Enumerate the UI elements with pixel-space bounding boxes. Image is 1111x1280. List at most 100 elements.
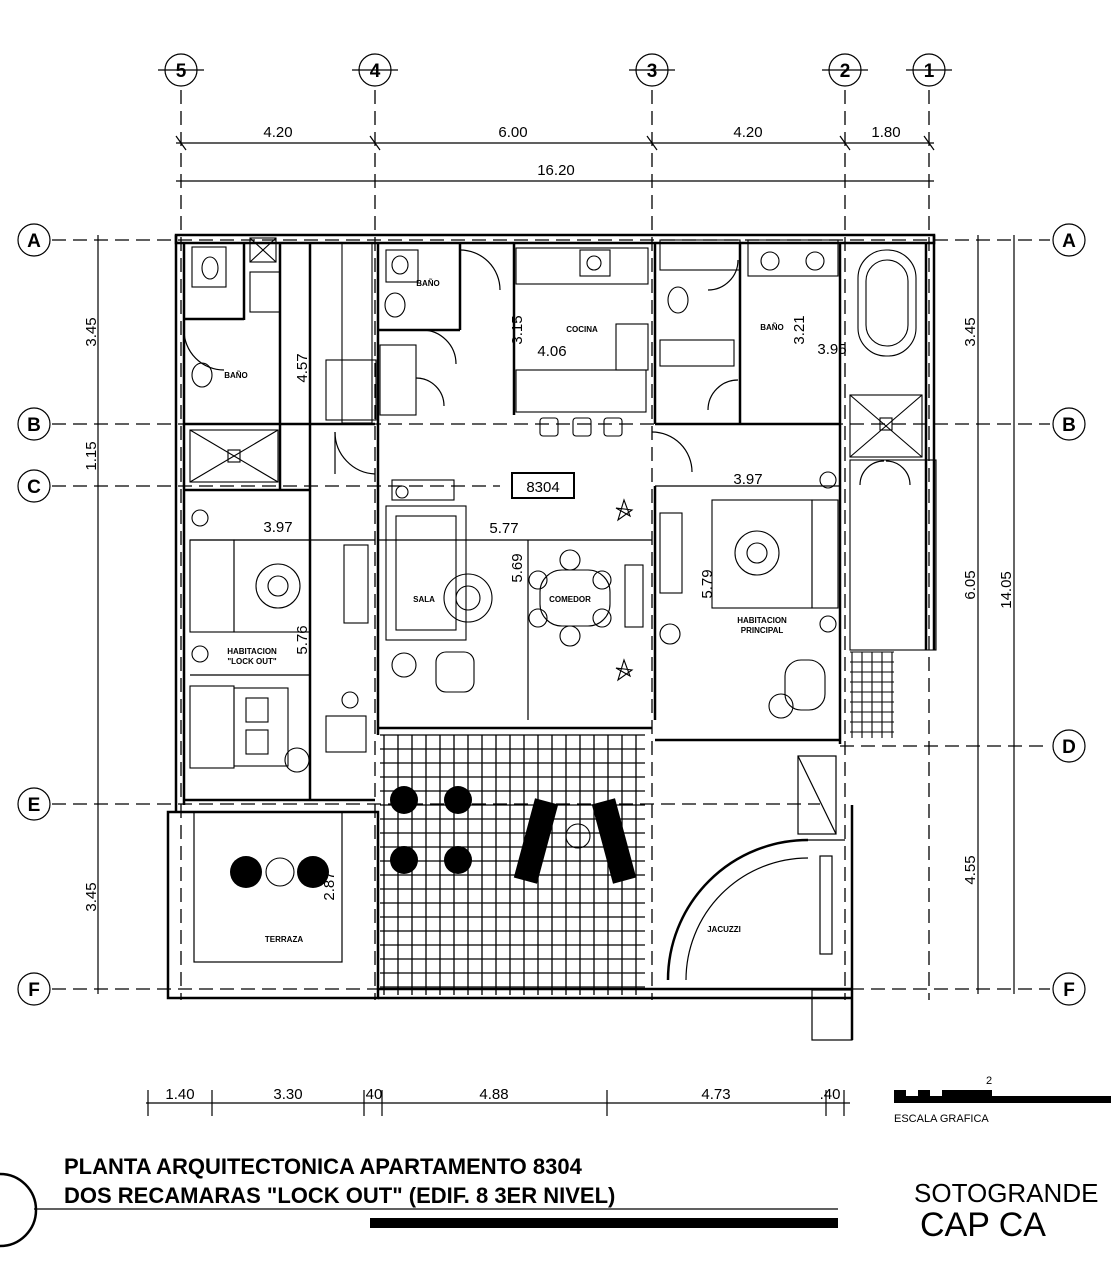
dim-sala-h: 5.77 xyxy=(489,520,518,537)
master-bedroom-furniture xyxy=(711,459,937,719)
dim-right-3: 4.55 xyxy=(962,855,979,884)
dim-top-total: 16.20 xyxy=(537,162,575,179)
svg-text:A: A xyxy=(27,231,41,252)
dim-top-3: 4.20 xyxy=(733,124,762,141)
dim-top-4: 1.80 xyxy=(871,124,900,141)
dim-top-2: 6.00 xyxy=(498,124,527,141)
dim-lockout-v: 5.76 xyxy=(294,625,311,654)
svg-text:2: 2 xyxy=(840,61,851,82)
svg-text:ESCALA GRAFICA: ESCALA GRAFICA xyxy=(894,1113,989,1125)
axis-bubble-b-right: B xyxy=(1052,407,1086,441)
svg-text:D: D xyxy=(1062,737,1076,758)
row-axis-bubbles: A B C E F A B D F xyxy=(17,223,1086,1006)
dim-bano-lockout: 4.57 xyxy=(294,353,311,382)
vertical-grid-lines xyxy=(180,90,930,1000)
room-label-bano-lockout: BAÑO xyxy=(224,371,248,380)
interior-dimensions: 4.57 3.15 4.06 3.21 3.95 3.97 5.77 5.69 … xyxy=(263,315,846,900)
dim-hab-principal-h: 3.97 xyxy=(733,471,762,488)
terrace-deck xyxy=(380,734,645,995)
dim-top-1: 4.20 xyxy=(263,124,292,141)
axis-bubble-e-left: E xyxy=(17,787,51,821)
dim-hab-principal-v: 5.79 xyxy=(699,569,716,598)
dim-left-3: 3.45 xyxy=(83,882,100,911)
dim-right-total: 14.05 xyxy=(998,571,1015,609)
dim-sala-v: 5.69 xyxy=(509,553,526,582)
stair-grid xyxy=(850,651,894,738)
dim-bottom-2: 3.30 xyxy=(273,1086,302,1103)
company-logo: SOTOGRANDE CAP CA xyxy=(914,1178,1098,1244)
dim-left-2: 1.15 xyxy=(83,441,100,470)
exterior-walls xyxy=(166,233,936,1041)
svg-text:2: 2 xyxy=(986,1075,992,1087)
dim-bottom-1: 1.40 xyxy=(165,1086,194,1103)
dim-bano-principal-h: 3.95 xyxy=(817,341,846,358)
axis-bubble-1: 1 xyxy=(906,53,952,87)
drawing-subtitle: DOS RECAMARAS "LOCK OUT" (EDIF. 8 3ER NI… xyxy=(64,1183,615,1208)
axis-bubble-a-right: A xyxy=(1052,223,1086,257)
svg-text:B: B xyxy=(1062,415,1076,436)
svg-text:8304: 8304 xyxy=(526,479,559,496)
lockout-bedroom-furniture xyxy=(189,509,369,773)
room-label-comedor: COMEDOR xyxy=(549,595,591,604)
room-label-terraza: TERRAZA xyxy=(265,935,303,944)
terrace-furniture xyxy=(230,786,637,888)
axis-bubble-f-left: F xyxy=(17,972,51,1006)
dim-left-1: 3.45 xyxy=(83,317,100,346)
dim-bottom-6: .40 xyxy=(820,1086,841,1103)
svg-text:SOTOGRANDE: SOTOGRANDE xyxy=(914,1178,1098,1208)
room-label-jacuzzi: JACUZZI xyxy=(707,925,741,934)
svg-text:3: 3 xyxy=(647,61,658,82)
dim-bottom-4: 4.88 xyxy=(479,1086,508,1103)
svg-text:5: 5 xyxy=(176,61,187,82)
jacuzzi xyxy=(666,755,845,981)
dim-right-1: 3.45 xyxy=(962,317,979,346)
svg-text:F: F xyxy=(28,980,40,1001)
svg-text:4: 4 xyxy=(370,61,381,82)
top-dimension-chain: 4.20 6.00 4.20 1.80 16.20 xyxy=(175,124,935,182)
bathroom-fixtures xyxy=(189,237,923,483)
left-dimension-chain: 3.45 1.15 3.45 xyxy=(83,235,100,994)
axis-bubble-2: 2 xyxy=(822,53,868,87)
dim-bano-principal-v: 3.21 xyxy=(791,315,808,344)
axis-bubble-5: 5 xyxy=(158,53,204,87)
room-label-bano-principal: BAÑO xyxy=(760,323,784,332)
dim-cocina-v: 3.15 xyxy=(509,315,526,344)
room-labels: BAÑO BAÑO BAÑO COCINA SALA COMEDOR HABIT… xyxy=(224,279,787,944)
door-swings xyxy=(183,249,911,486)
dim-right-2: 6.05 xyxy=(962,570,979,599)
living-dining-furniture xyxy=(385,479,683,693)
dim-bottom-3: 40 xyxy=(366,1086,383,1103)
axis-bubble-3: 3 xyxy=(629,53,675,87)
axis-bubble-a-left: A xyxy=(17,223,51,257)
axis-bubble-c-left: C xyxy=(17,469,51,503)
dim-cocina-h: 4.06 xyxy=(537,343,566,360)
bottom-dimension-chain: 1.40 3.30 40 4.88 4.73 .40 xyxy=(146,1086,850,1116)
right-dimension-chain: 3.45 6.05 4.55 14.05 xyxy=(962,235,1015,994)
axis-bubble-b-left: B xyxy=(17,407,51,441)
svg-text:E: E xyxy=(28,795,41,816)
svg-text:CAP CA: CAP CA xyxy=(920,1206,1046,1244)
room-label-cocina: COCINA xyxy=(566,325,598,334)
unit-tag: 8304 xyxy=(511,472,575,499)
room-label-bano-social: BAÑO xyxy=(416,279,440,288)
svg-text:1: 1 xyxy=(924,61,935,82)
axis-bubble-f-right: F xyxy=(1052,972,1086,1006)
svg-text:C: C xyxy=(27,477,41,498)
room-label-hab-lockout: HABITACION"LOCK OUT" xyxy=(227,647,277,666)
axis-bubble-d-right: D xyxy=(1052,729,1086,763)
title-block: PLANTA ARQUITECTONICA APARTAMENTO 8304 D… xyxy=(0,1154,838,1248)
dim-bottom-5: 4.73 xyxy=(701,1086,730,1103)
dim-terraza-v: 2.87 xyxy=(321,871,338,900)
axis-bubble-4: 4 xyxy=(352,53,398,87)
dim-lockout-h: 3.97 xyxy=(263,519,292,536)
svg-text:F: F xyxy=(1063,980,1075,1001)
column-axis-bubbles: 5 4 3 2 1 xyxy=(158,53,952,87)
svg-text:A: A xyxy=(1062,231,1076,252)
kitchen-fixtures xyxy=(515,247,735,437)
svg-text:B: B xyxy=(27,415,41,436)
graphic-scale: 2 ESCALA GRAFICA xyxy=(894,1075,1111,1125)
room-label-sala: SALA xyxy=(413,595,435,604)
drawing-title: PLANTA ARQUITECTONICA APARTAMENTO 8304 xyxy=(64,1154,583,1179)
